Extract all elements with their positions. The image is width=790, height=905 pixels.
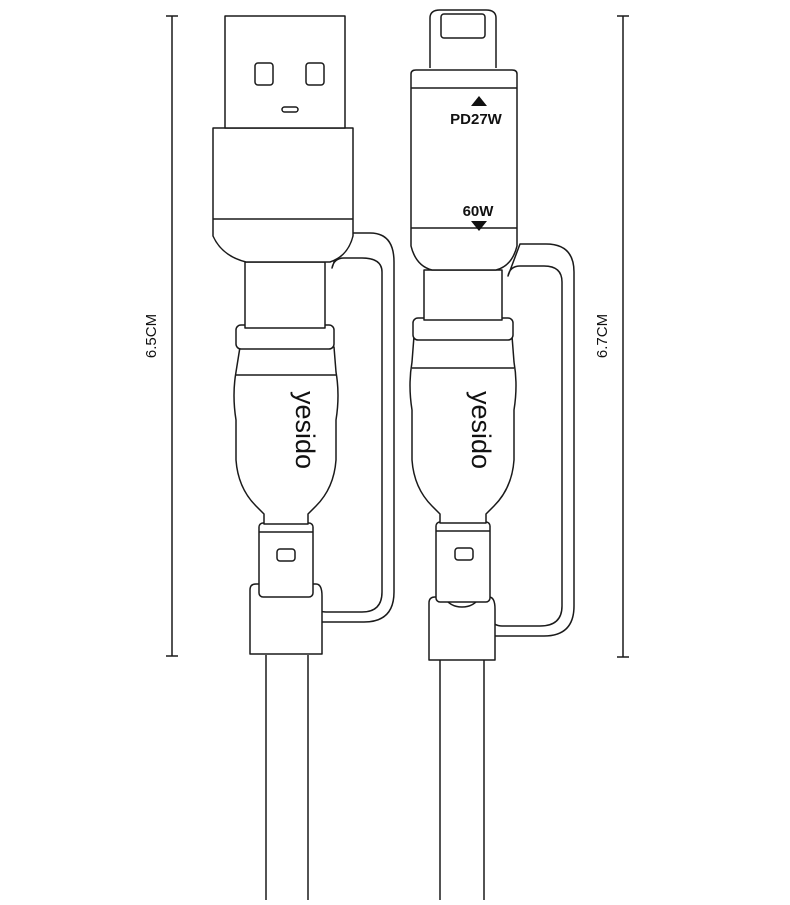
left-dimension-line (166, 15, 178, 657)
power-label-lower: 60W (463, 203, 495, 220)
right-cable-assembly (409, 9, 575, 900)
right-usb-c-body (435, 521, 491, 603)
right-dimension-line (617, 15, 629, 658)
left-cable-assembly (212, 15, 395, 900)
left-dimension-label: 6.5CM (143, 314, 160, 358)
left-overmold-body (233, 346, 339, 525)
left-cable (265, 655, 309, 900)
right-cable (439, 660, 485, 900)
left-usb-c-body (258, 522, 314, 598)
right-lightning-plug (429, 9, 497, 68)
brand-logo-right: yesido (466, 391, 496, 469)
right-overmold-body (409, 335, 517, 524)
arrow-up-icon (471, 96, 487, 106)
right-neck (423, 269, 503, 321)
left-neck (244, 261, 326, 329)
arrow-down-icon (471, 221, 487, 231)
right-tip-collar (428, 596, 496, 661)
power-label-upper: PD27W (450, 111, 503, 128)
left-housing (212, 127, 354, 263)
right-dimension-label: 6.7CM (594, 314, 611, 358)
right-housing (410, 69, 518, 271)
brand-logo-left: yesido (290, 391, 320, 469)
left-usb-a-plug (224, 15, 346, 129)
right-neck-ring (412, 317, 514, 341)
